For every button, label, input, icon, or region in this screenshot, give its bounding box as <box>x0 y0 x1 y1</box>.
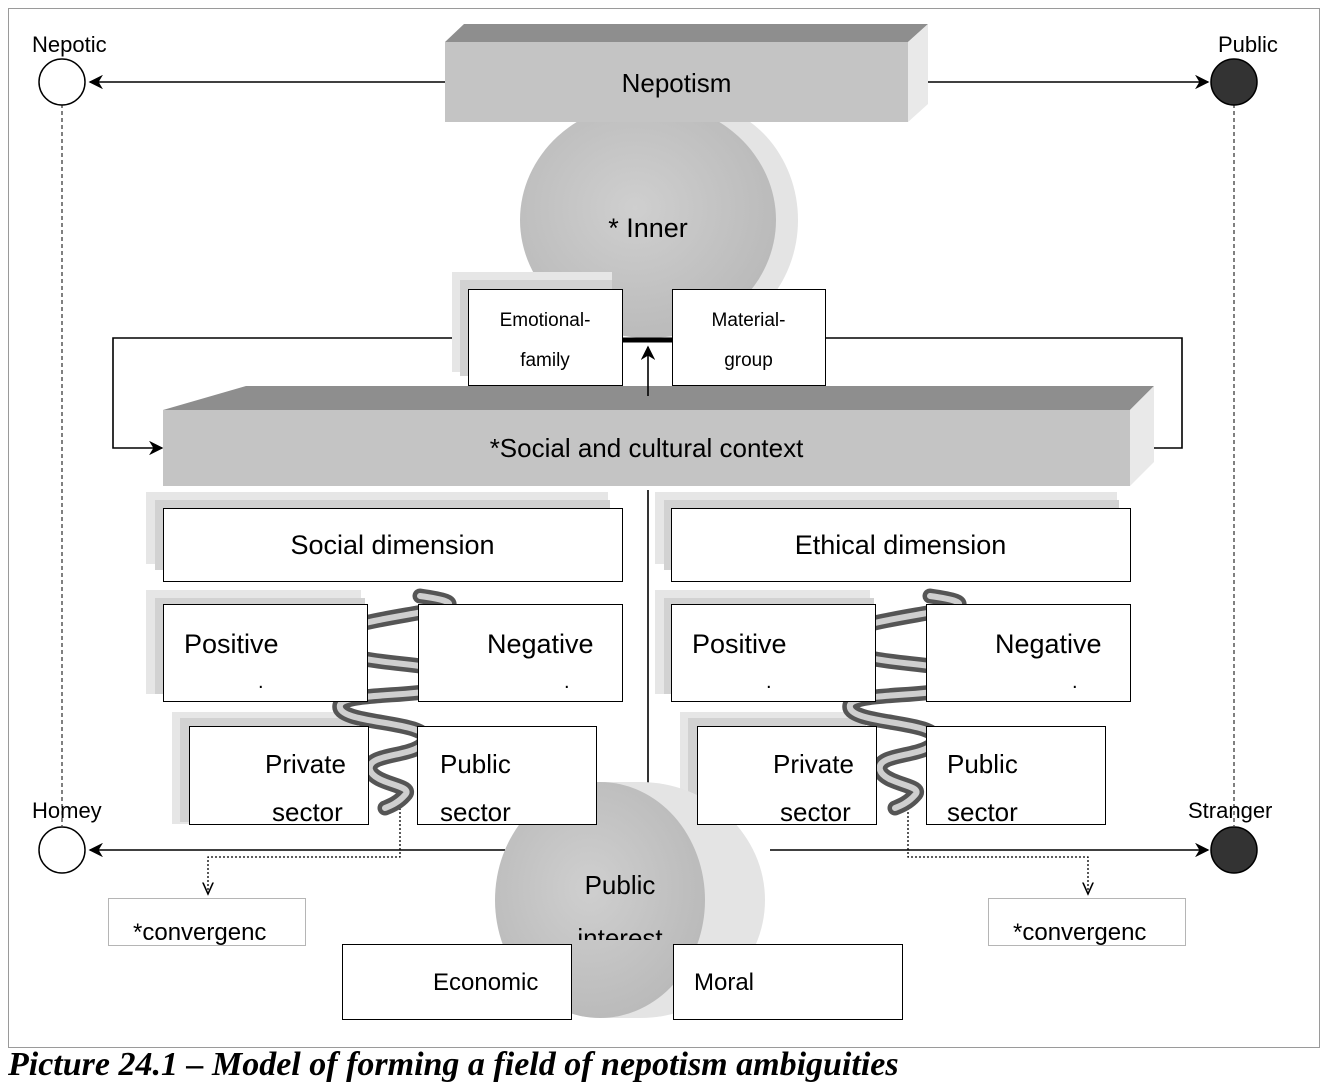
dotted-arrow-right <box>907 800 1088 894</box>
public-interest-line1: Public <box>584 870 656 900</box>
social-dimension-title: Social dimension <box>290 530 495 560</box>
convergence-right-box: *convergenc <box>988 898 1186 946</box>
ethical-positive-dot: . <box>766 671 772 693</box>
social-public-line1: Public <box>440 749 511 779</box>
social-negative-box: Negative . <box>418 604 623 702</box>
label-stranger: Stranger <box>1188 798 1273 823</box>
ethical-positive-label: Positive <box>692 629 787 659</box>
ethical-dimension-box: Ethical dimension <box>671 508 1131 582</box>
social-public-sector-box: Public sector <box>417 726 597 825</box>
economic-label: Economic <box>433 969 539 996</box>
material-group-line1: Material- <box>711 310 786 331</box>
emotional-family-line2: family <box>520 350 570 371</box>
convergence-left-box: *convergenc <box>108 898 306 946</box>
ethical-negative-label: Negative <box>995 629 1102 659</box>
ethical-positive-box: Positive . <box>671 604 876 702</box>
context-bar <box>163 386 1154 486</box>
convergence-right-label: *convergenc <box>1013 919 1147 946</box>
public-interest-text: Public interest <box>520 866 720 940</box>
emotional-family-line1: Emotional- <box>499 310 591 331</box>
label-homey: Homey <box>32 798 102 823</box>
economic-box: Economic <box>342 944 572 1020</box>
social-private-line2: sector <box>272 797 343 825</box>
social-positive-box: Positive . <box>163 604 368 702</box>
social-negative-label: Negative <box>487 629 594 659</box>
social-private-line1: Private <box>265 749 346 779</box>
ethical-negative-box: Negative . <box>926 604 1131 702</box>
ethical-negative-dot: . <box>1072 671 1078 693</box>
figure-frame <box>8 8 1320 1048</box>
social-positive-label: Positive <box>184 629 279 659</box>
node-stranger <box>1210 826 1258 874</box>
node-nepotic <box>38 58 86 106</box>
ethical-private-sector-box: Private sector <box>697 726 877 825</box>
moral-label: Moral <box>694 969 755 996</box>
left-loop-line <box>112 337 470 456</box>
ethical-public-line1: Public <box>947 749 1018 779</box>
ethical-private-line1: Private <box>773 749 854 779</box>
ethical-private-line2: sector <box>780 797 851 825</box>
material-group-line2: group <box>724 350 773 371</box>
material-group-box: Material- group <box>672 289 826 386</box>
label-public: Public <box>1218 32 1278 57</box>
public-interest-line2: interest <box>577 923 663 940</box>
social-private-sector-box: Private sector <box>189 726 369 825</box>
social-public-line2: sector <box>440 797 511 825</box>
moral-box: Moral <box>673 944 903 1020</box>
label-nepotic: Nepotic <box>32 32 107 57</box>
social-negative-dot: . <box>564 671 570 693</box>
social-dimension-box: Social dimension <box>163 508 623 582</box>
nepotism-title: Nepotism <box>621 68 732 98</box>
ethical-public-line2: sector <box>947 797 1018 825</box>
ethical-public-sector-box: Public sector <box>926 726 1106 825</box>
nepotism-bar <box>445 24 928 122</box>
node-homey <box>38 826 86 874</box>
convergence-left-label: *convergenc <box>133 919 267 946</box>
emotional-family-box: Emotional- family <box>468 289 623 386</box>
right-loop-line <box>826 337 1183 456</box>
figure-caption: Picture 24.1 – Model of forming a field … <box>8 1046 899 1083</box>
ethical-dimension-title: Ethical dimension <box>794 530 1007 560</box>
inner-label: * Inner <box>608 213 688 243</box>
context-title: *Social and cultural context <box>489 433 804 463</box>
social-positive-dot: . <box>258 671 264 693</box>
dotted-arrow-left <box>208 800 401 894</box>
node-public <box>1210 58 1258 106</box>
